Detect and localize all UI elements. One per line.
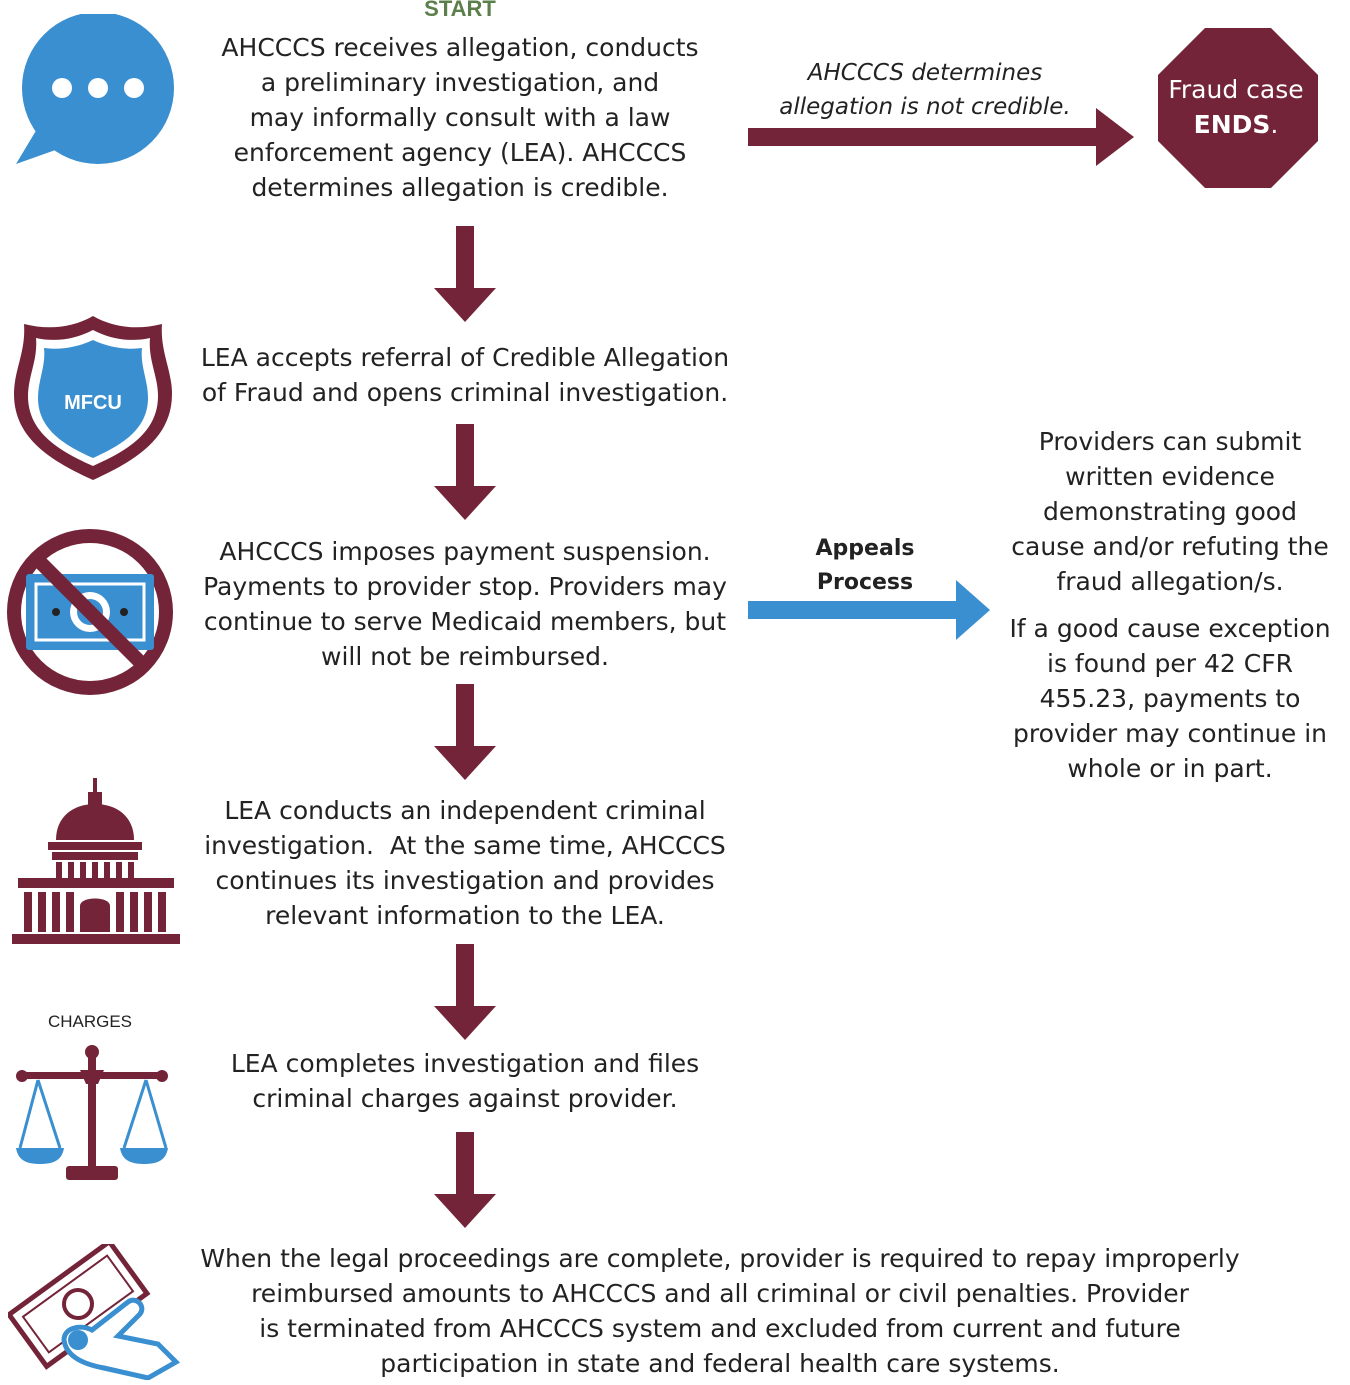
- step-3-line: Payments to provider stop. Providers may: [203, 572, 727, 601]
- stop-ends: ENDS: [1193, 110, 1271, 139]
- step-5-line: LEA completes investigation and files: [230, 1049, 700, 1078]
- step-6-line: reimbursed amounts to AHCCCS and all cri…: [251, 1279, 1189, 1308]
- stop-line-1: Fraud case: [1168, 75, 1304, 104]
- down-arrow-4: [434, 944, 496, 1040]
- down-arrow-3: [434, 684, 496, 780]
- step-5-text: LEA completes investigation and files cr…: [180, 1046, 750, 1116]
- appeals-paragraph-1: Providers can submit written evidence de…: [995, 424, 1345, 599]
- appeals-line: If a good cause exception: [1009, 614, 1331, 643]
- scales-of-justice-icon: [16, 1045, 168, 1180]
- step-1-line: a preliminary investigation, and: [260, 68, 660, 97]
- appeals-line: cause and/or refuting the: [1011, 532, 1329, 561]
- step-1-line: may informally consult with a law: [249, 103, 671, 132]
- step-2-line: of Fraud and opens criminal investigatio…: [201, 378, 729, 407]
- police-badge-icon: MFCU: [14, 316, 172, 480]
- appeals-text: Providers can submit written evidence de…: [995, 424, 1345, 798]
- down-arrow-5: [434, 1132, 496, 1228]
- step-3-line: will not be reimbursed.: [321, 642, 609, 671]
- not-credible-label: AHCCCS determines allegation is not cred…: [760, 56, 1090, 124]
- not-credible-arrow: [748, 108, 1134, 166]
- step-6-text: When the legal proceedings are complete,…: [150, 1241, 1290, 1381]
- not-credible-line: AHCCCS determines: [807, 60, 1043, 86]
- appeals-line: whole or in part.: [1067, 754, 1273, 783]
- step-1-line: determines allegation is credible.: [251, 173, 669, 202]
- appeals-line: written evidence: [1065, 462, 1275, 491]
- capitol-building-icon: [12, 778, 180, 944]
- step-2-text: LEA accepts referral of Credible Allegat…: [180, 340, 750, 410]
- appeals-arrow: [748, 580, 990, 640]
- step-3-line: continue to serve Medicaid members, but: [203, 607, 727, 636]
- step-6-line: participation in state and federal healt…: [380, 1349, 1060, 1378]
- speech-bubble-icon: [16, 14, 174, 164]
- step-4-line: relevant information to the LEA.: [265, 901, 665, 930]
- charges-label: CHARGES: [47, 1012, 133, 1031]
- down-arrow-2: [434, 424, 496, 520]
- start-label: START: [424, 0, 496, 21]
- stop-line-2: ENDS.: [1160, 107, 1312, 142]
- appeals-line: 455.23, payments to: [1039, 684, 1301, 713]
- step-1-text: AHCCCS receives allegation, conducts a p…: [200, 30, 720, 205]
- appeals-label-line: Process: [816, 570, 914, 595]
- appeals-process-label: Appeals Process: [790, 532, 940, 600]
- step-4-line: LEA conducts an independent criminal: [224, 796, 706, 825]
- appeals-line: fraud allegation/s.: [1056, 567, 1284, 596]
- stop-sign-icon: [1158, 28, 1318, 188]
- step-4-line: investigation. At the same time, AHCCCS: [204, 831, 726, 860]
- step-3-text: AHCCCS imposes payment suspension. Payme…: [180, 534, 750, 674]
- down-arrow-1: [434, 226, 496, 322]
- appeals-line: provider may continue in: [1013, 719, 1327, 748]
- stop-period: .: [1270, 110, 1279, 139]
- appeals-line: Providers can submit: [1038, 427, 1302, 456]
- step-1-line: AHCCCS receives allegation, conducts: [221, 33, 699, 62]
- step-6-line: When the legal proceedings are complete,…: [200, 1244, 1240, 1273]
- step-6-line: is terminated from AHCCCS system and exc…: [259, 1314, 1181, 1343]
- appeals-label-line: Appeals: [815, 536, 915, 561]
- hand-money-icon: [8, 1244, 180, 1380]
- step-2-line: LEA accepts referral of Credible Allegat…: [200, 343, 730, 372]
- appeals-line: is found per 42 CFR: [1047, 649, 1293, 678]
- not-credible-line: allegation is not credible.: [779, 94, 1071, 120]
- step-5-line: criminal charges against provider.: [252, 1084, 678, 1113]
- appeals-paragraph-2: If a good cause exception is found per 4…: [995, 611, 1345, 786]
- step-4-text: LEA conducts an independent criminal inv…: [180, 793, 750, 933]
- no-money-icon: [7, 529, 173, 695]
- badge-text: MFCU: [64, 392, 122, 414]
- step-4-line: continues its investigation and provides: [215, 866, 715, 895]
- step-3-line: AHCCCS imposes payment suspension.: [219, 537, 711, 566]
- stop-sign-text: Fraud case ENDS.: [1160, 72, 1312, 142]
- appeals-line: demonstrating good: [1043, 497, 1297, 526]
- step-1-line: enforcement agency (LEA). AHCCCS: [233, 138, 687, 167]
